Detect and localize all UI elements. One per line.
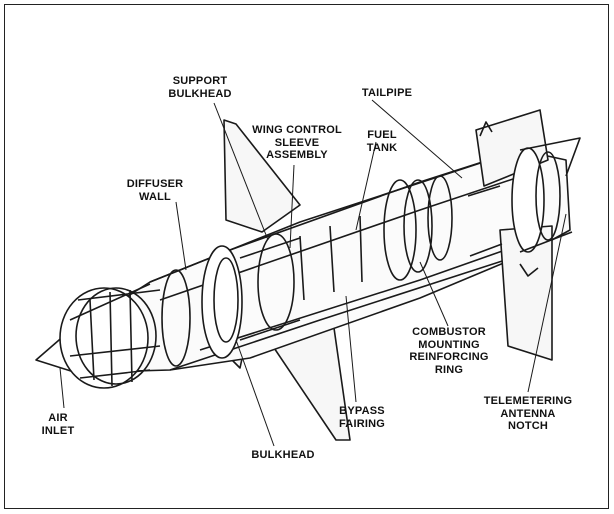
upper-wing-fin: [223, 119, 301, 233]
inlet-ring: [59, 287, 149, 389]
label-tailpipe: TAILPIPE: [361, 87, 413, 99]
label-bulkhead: BULKHEAD: [251, 449, 315, 461]
